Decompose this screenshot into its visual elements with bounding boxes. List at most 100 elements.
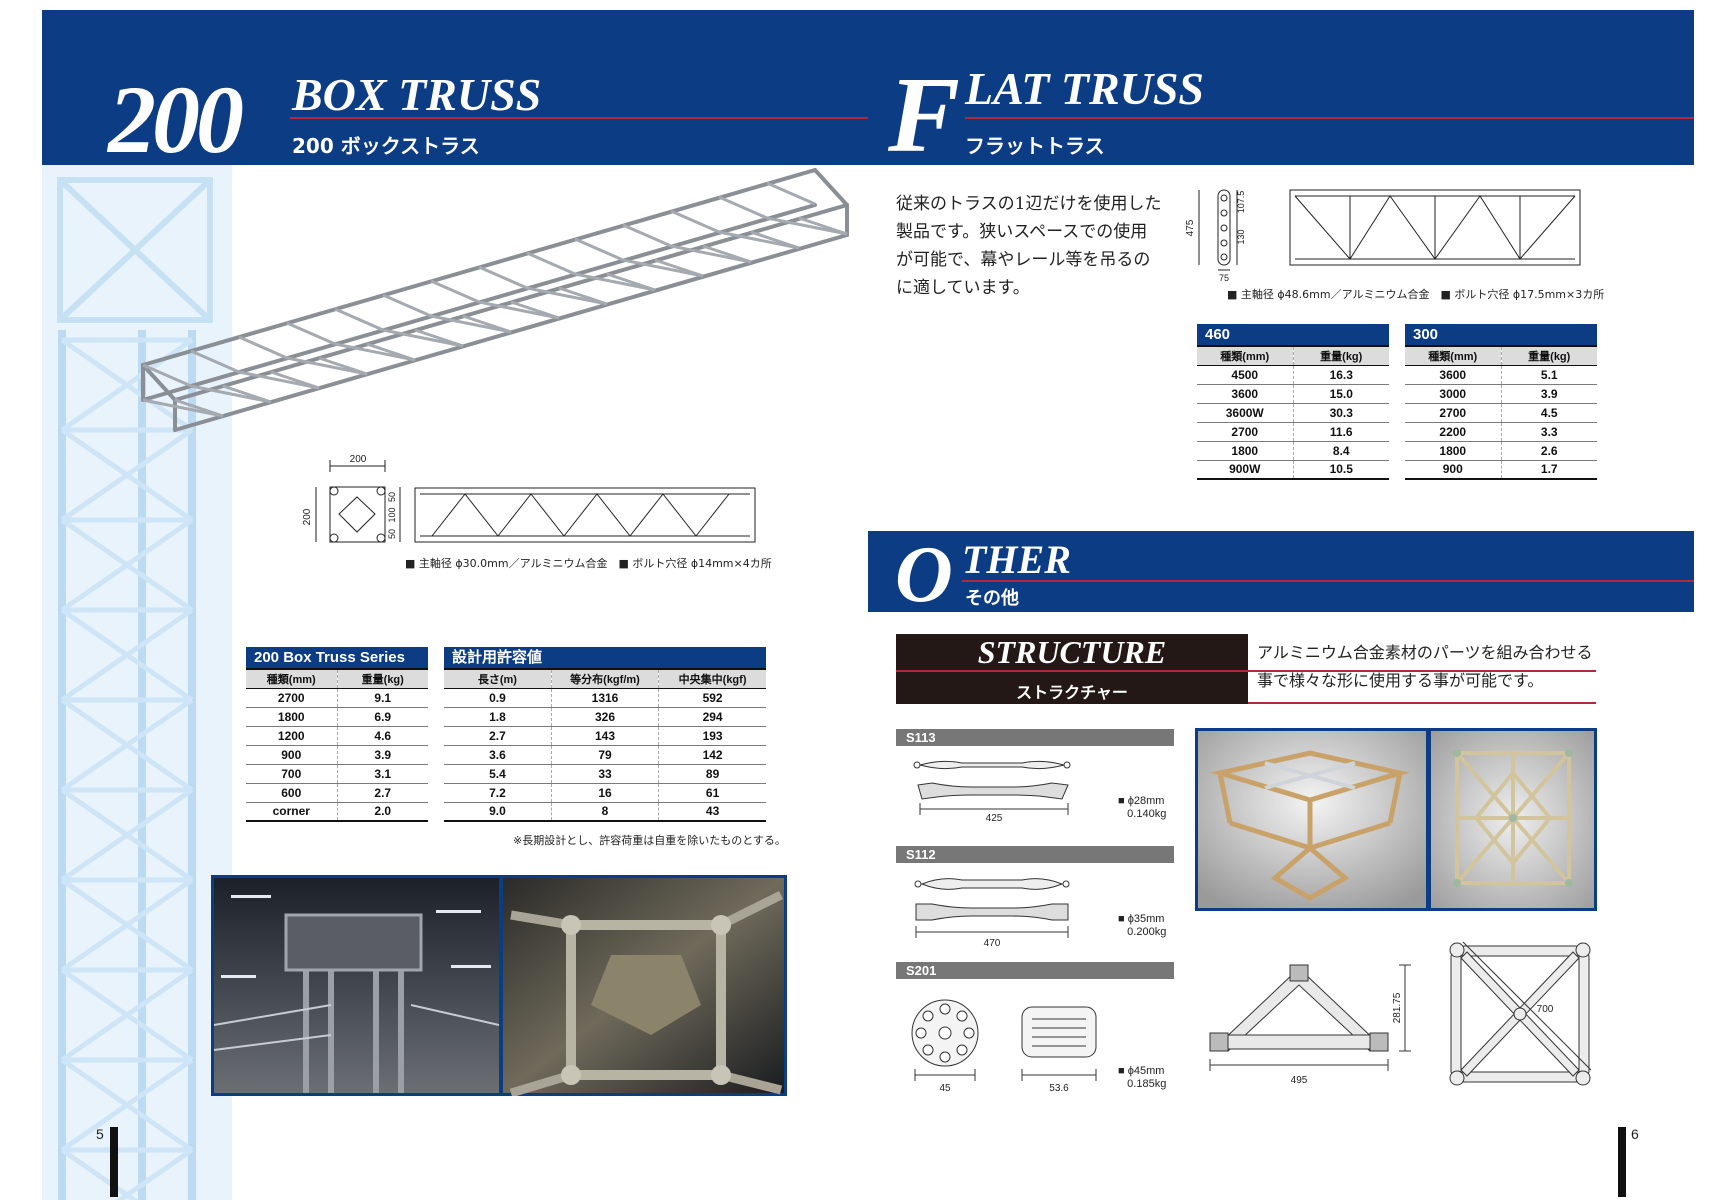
box-truss-drawing: 200 200 50 100 50 [302, 454, 756, 543]
col-header: 重量(kg) [1500, 345, 1597, 366]
triangle-width: 495 [1291, 1075, 1308, 1086]
truss-lattice-member [478, 265, 528, 290]
square-structure-drawing: 700 [1449, 941, 1592, 1086]
dim-width: 75 [1219, 273, 1229, 283]
header-rule [962, 580, 1694, 582]
cell: corner [246, 802, 337, 822]
col-header: 重量(kg) [1292, 345, 1389, 366]
truss-lattice-member [382, 328, 464, 348]
part-s112-bar: S112 [896, 846, 1174, 863]
truss-lattice-member [238, 370, 320, 390]
col-header: 種類(mm) [246, 668, 337, 689]
cell: 2.7 [444, 726, 552, 746]
cell: 3600W [1197, 403, 1293, 423]
box-truss-title: BOX TRUSS [292, 69, 542, 120]
part-s201-bar: S201 [896, 962, 1174, 979]
box-truss-photos [211, 875, 787, 1096]
truss-lattice-member [670, 244, 752, 264]
truss-lattice-member [574, 237, 624, 262]
col-header: 長さ(m) [444, 668, 552, 689]
truss-lattice-member [766, 181, 816, 206]
dim-height: 475 [1185, 219, 1196, 236]
cell: 1.7 [1500, 460, 1597, 480]
cell: 1316 [550, 688, 659, 708]
tower-background-graphic [42, 160, 232, 1200]
col-header: 中央集中(kgf) [658, 668, 766, 689]
tower-lattice-member [60, 607, 194, 703]
cell: 1800 [1197, 441, 1293, 461]
cell: 3.6 [444, 745, 552, 765]
cell: 3.9 [1500, 384, 1597, 404]
dim-b: 130 [1236, 229, 1246, 244]
truss-lattice-member [574, 272, 656, 292]
flat-truss-title-jp: フラットトラス [965, 134, 1105, 158]
tower-lattice-member [60, 787, 194, 883]
cell: 600 [246, 783, 337, 803]
cell: 1800 [246, 707, 337, 727]
page-number-left: 5 [96, 1126, 104, 1142]
truss-lattice-member [526, 286, 608, 306]
part-s113-drawing: 425 [913, 760, 1071, 822]
other-title: THER [962, 537, 1071, 582]
cell: 900 [1405, 460, 1501, 480]
flat-truss-description: 従来のトラスの1辺だけを使用した 製品です。狭いスペースでの使用 が可能で、幕や… [896, 190, 1161, 302]
cell: 89 [658, 764, 766, 784]
cell: 30.3 [1292, 403, 1389, 423]
truss-lattice-member [382, 293, 432, 318]
cell: 4.5 [1500, 403, 1597, 423]
dim-a: 107.5 [1236, 191, 1246, 214]
s113-spec: ■ ϕ28mm 0.140kg [1118, 795, 1166, 821]
structure-photos [1195, 728, 1597, 911]
cell: 9.1 [336, 688, 428, 708]
bullet-square-icon: ■ [1118, 1065, 1128, 1077]
cell: 3600 [1197, 384, 1293, 404]
text-line: が可能で、幕やレール等を吊るの [896, 250, 1151, 270]
col-header: 種類(mm) [1405, 345, 1501, 366]
truss-lattice-member [526, 251, 576, 276]
s201-weight: 0.185kg [1127, 1078, 1167, 1090]
tower-lattice-member [60, 427, 194, 523]
box-truss-number: 200 [108, 66, 244, 173]
cell: 2700 [1405, 403, 1501, 423]
dim-r2: 100 [387, 507, 397, 522]
cell: 900 [246, 745, 337, 765]
cell: 5.4 [444, 764, 552, 784]
truss-lattice-member [430, 314, 512, 334]
cell: 142 [658, 745, 766, 765]
structure-description: アルミニウム合金素材のパーツを組み合わせる 事で様々な形に使用する事が可能です。 [1257, 639, 1593, 695]
s112-dim: 470 [984, 938, 1001, 949]
s112-spec: ■ ϕ35mm 0.200kg [1118, 913, 1166, 939]
page-bar-left [110, 1127, 118, 1197]
other-header-band [868, 531, 1694, 612]
box-truss-illustration [141, 168, 849, 432]
bullet-square-icon: ■ [1118, 795, 1128, 807]
truss-lattice-member [430, 279, 480, 304]
dim-top: 200 [350, 454, 367, 465]
square-diagonal: 700 [1537, 1004, 1554, 1015]
dim-r3: 50 [387, 529, 397, 539]
flat-truss-title: LAT TRUSS [965, 63, 1205, 114]
col-header: 重量(kg) [336, 668, 428, 689]
cell: 6.9 [336, 707, 428, 727]
truss-lattice-member [190, 384, 272, 404]
cell: 10.5 [1292, 460, 1389, 480]
truss-lattice-member [478, 300, 560, 320]
truss-lattice-member [334, 307, 384, 332]
